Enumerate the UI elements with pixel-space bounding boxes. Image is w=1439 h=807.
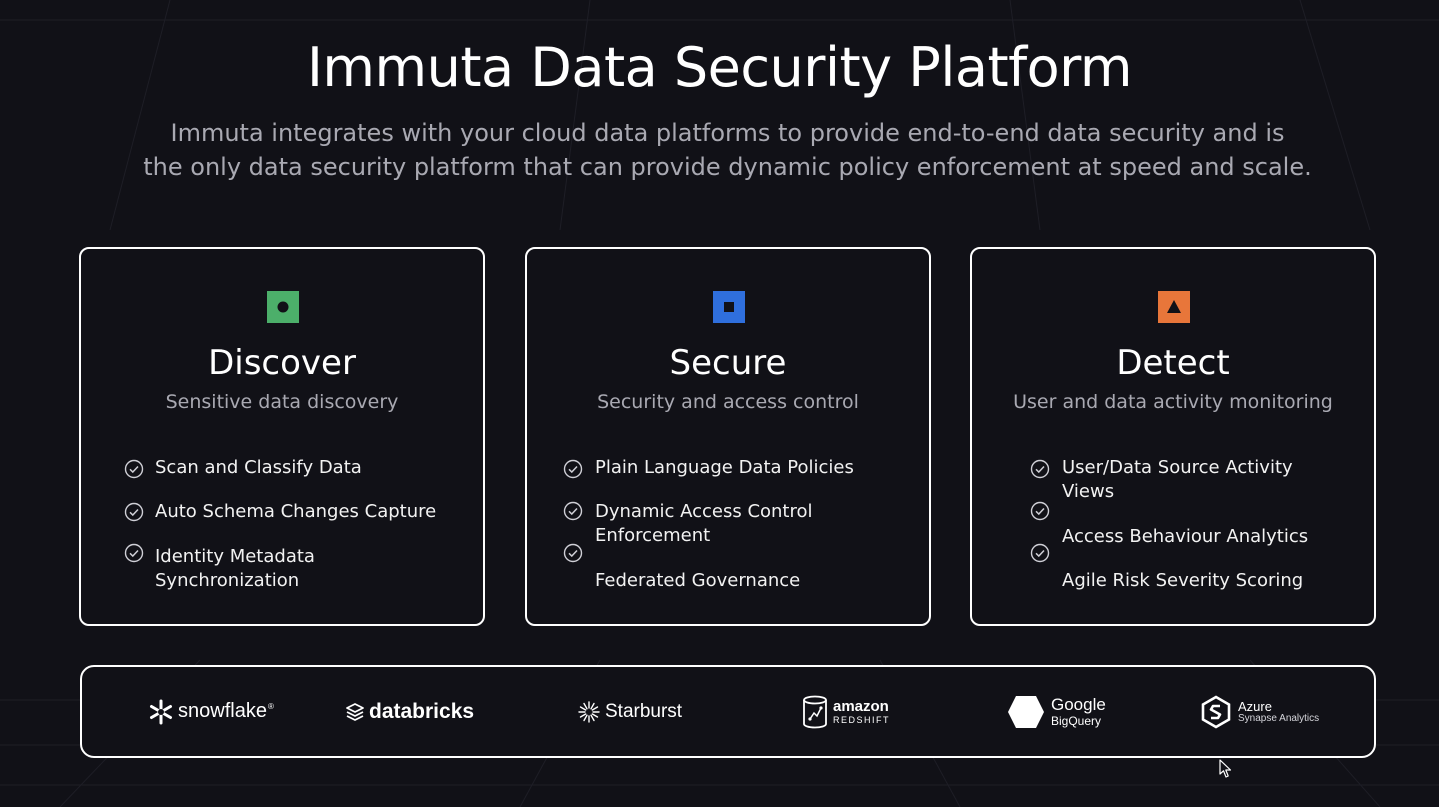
- synapse-wordmark: Synapse Analytics: [1238, 712, 1320, 724]
- card-discover: Discover Sensitive data discovery Scan a…: [79, 247, 485, 626]
- databricks-logo: databricks: [345, 667, 474, 756]
- check-circle-icon: [563, 543, 583, 563]
- circle-icon: [267, 291, 299, 323]
- snowflake-logo: snowflake ®: [148, 667, 274, 756]
- check-circle-icon: [124, 543, 144, 563]
- card-secure: Secure Security and access control Plain…: [525, 247, 931, 626]
- google-wordmark: Google: [1051, 695, 1106, 714]
- card-title: Discover: [208, 343, 356, 383]
- page-subtitle: Immuta integrates with your cloud data p…: [140, 116, 1315, 184]
- starburst-icon: [578, 700, 600, 723]
- databricks-icon: [346, 702, 364, 721]
- triangle-icon: [1158, 291, 1190, 323]
- check-circle-icon: [563, 501, 583, 521]
- square-icon: [713, 291, 745, 323]
- subtitle-line-1: Immuta integrates with your cloud data p…: [170, 119, 1285, 147]
- feature-item-continued: Enforcement: [595, 525, 711, 546]
- feature-item-continued: Synchronization: [155, 570, 300, 591]
- check-circle-icon: [1030, 543, 1050, 563]
- azure-synapse-logo: Azure Synapse Analytics: [1200, 667, 1319, 756]
- databricks-wordmark: databricks: [369, 699, 475, 723]
- starburst-wordmark: Starburst: [605, 700, 683, 722]
- feature-item: Scan and Classify Data: [155, 457, 362, 478]
- bigquery-wordmark: BigQuery: [1051, 714, 1102, 728]
- google-bigquery-logo: Google BigQuery: [1007, 667, 1106, 756]
- feature-item: Dynamic Access Control: [595, 501, 813, 522]
- check-circle-icon: [1030, 501, 1050, 521]
- azure-wordmark: Azure: [1238, 698, 1272, 714]
- amazon-wordmark: amazon: [833, 697, 889, 715]
- bigquery-hexagon-icon: [1008, 695, 1044, 728]
- feature-item: User/Data Source Activity: [1062, 457, 1293, 478]
- feature-item: Federated Governance: [595, 570, 801, 591]
- card-title: Detect: [1116, 343, 1230, 383]
- snowflake-wordmark: snowflake: [178, 700, 267, 722]
- feature-item: Agile Risk Severity Scoring: [1062, 570, 1304, 591]
- card-subtitle: Sensitive data discovery: [165, 391, 399, 413]
- check-circle-icon: [1030, 459, 1050, 479]
- amazon-redshift-logo: amazon REDSHIFT: [802, 667, 890, 756]
- redshift-wordmark: REDSHIFT: [833, 714, 890, 725]
- feature-item: Access Behaviour Analytics: [1062, 526, 1309, 547]
- redshift-icon: [803, 695, 827, 728]
- starburst-logo: Starburst: [577, 667, 682, 756]
- card-subtitle: User and data activity monitoring: [1013, 391, 1333, 413]
- check-circle-icon: [563, 459, 583, 479]
- card-subtitle: Security and access control: [597, 391, 859, 413]
- feature-item-continued: Views: [1062, 481, 1115, 502]
- feature-item: Identity Metadata: [155, 546, 315, 567]
- partner-logo-bar: snowflake ® databricks: [80, 665, 1376, 758]
- subtitle-line-2: the only data security platform that can…: [143, 153, 1312, 181]
- card-title: Secure: [669, 343, 787, 383]
- feature-item: Plain Language Data Policies: [595, 457, 854, 478]
- snowflake-icon: [150, 699, 172, 724]
- check-circle-icon: [124, 502, 144, 522]
- card-detect: Detect User and data activity monitoring…: [970, 247, 1376, 626]
- registered-mark: ®: [267, 702, 274, 711]
- page-title: Immuta Data Security Platform: [306, 36, 1133, 99]
- check-circle-icon: [124, 459, 144, 479]
- feature-item: Auto Schema Changes Capture: [155, 501, 437, 522]
- mouse-cursor-icon: [1219, 759, 1232, 778]
- azure-synapse-icon: [1201, 694, 1231, 729]
